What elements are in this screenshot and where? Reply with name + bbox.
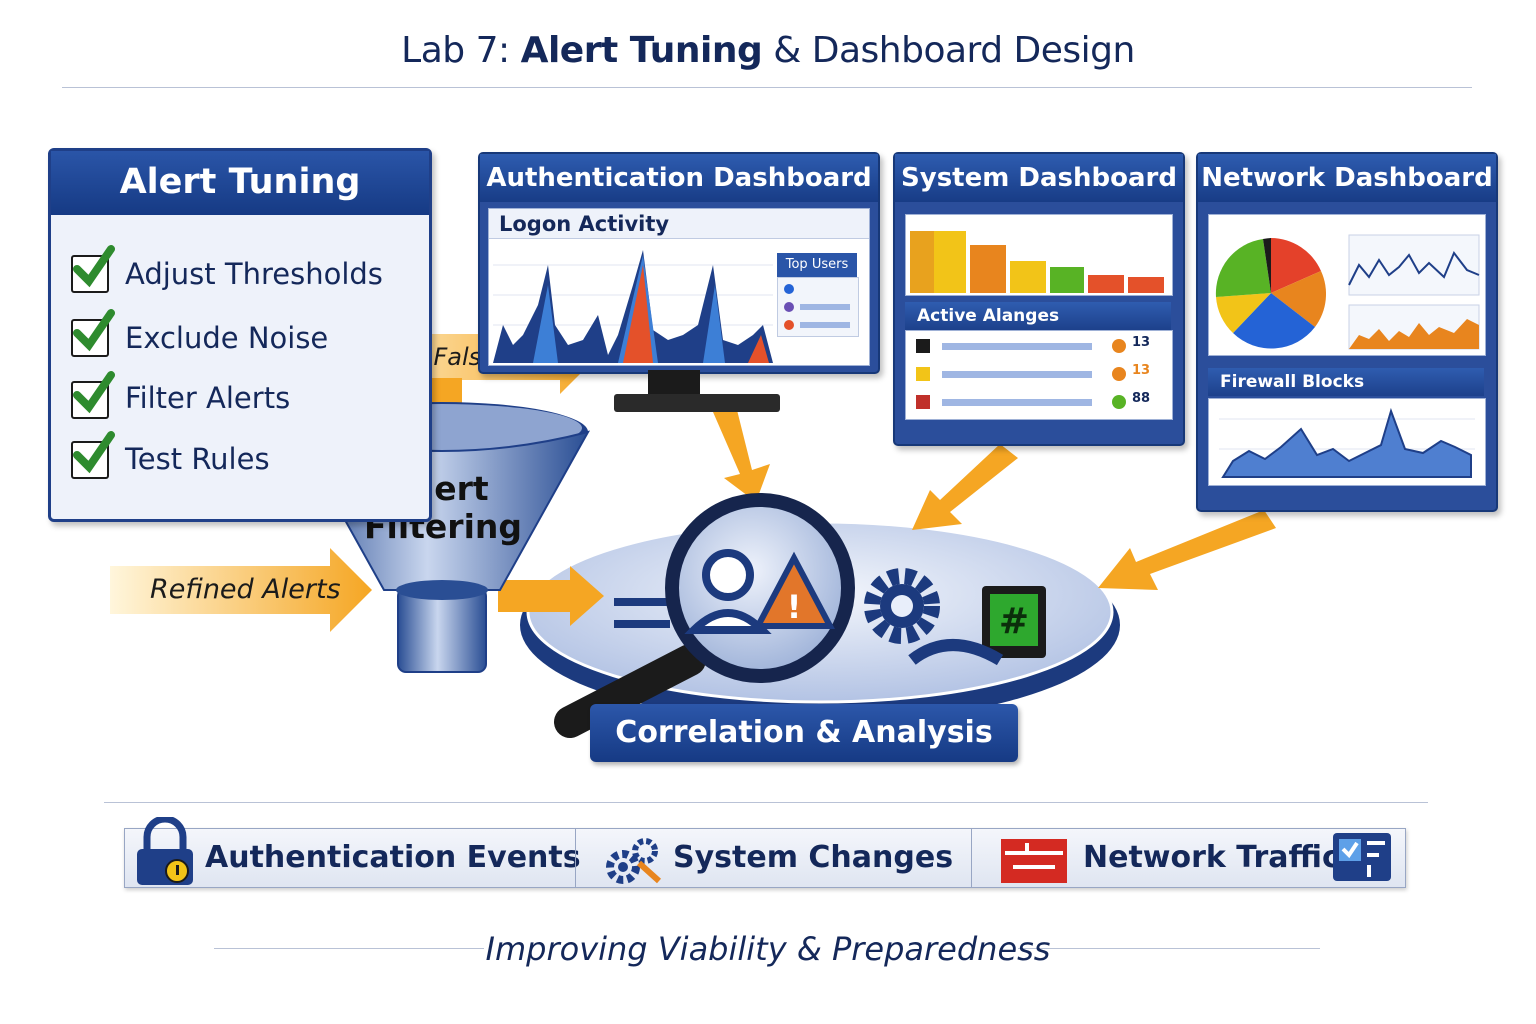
top-users-legend-title: Top Users bbox=[777, 253, 857, 277]
user-icon bbox=[702, 549, 754, 601]
system-dashboard-title: System Dashboard bbox=[895, 154, 1183, 202]
network-pie-chart bbox=[1215, 238, 1327, 349]
tuning-item-test-rules: Test Rules bbox=[125, 442, 270, 476]
section-divider bbox=[104, 802, 1428, 803]
tuning-item-exclude-noise: Exclude Noise bbox=[125, 321, 329, 355]
active-alanges-list: 13 13 88 bbox=[905, 330, 1173, 420]
monitor-base bbox=[614, 394, 780, 412]
logon-activity-chart bbox=[493, 250, 773, 363]
gear-icon bbox=[864, 568, 940, 644]
magnifier-lens bbox=[665, 493, 855, 683]
svg-text:!: ! bbox=[787, 588, 802, 626]
firewall-icon bbox=[1001, 839, 1067, 883]
system-dashboard: System Dashboard Active Alanges 13 13 88 bbox=[893, 152, 1185, 446]
check-icon bbox=[71, 245, 115, 293]
title-bold: Alert Tuning bbox=[520, 30, 763, 71]
funnel-output-arrow bbox=[498, 566, 604, 626]
arrow-from-network bbox=[1098, 510, 1276, 590]
firewall-blocks-chart bbox=[1208, 398, 1486, 486]
logon-activity-panel: Logon Activity Top Users bbox=[488, 208, 870, 366]
arrow-from-auth bbox=[713, 406, 770, 502]
logon-activity-title: Logon Activity bbox=[489, 209, 869, 239]
correlation-analysis-label: Correlation & Analysis bbox=[590, 704, 1018, 762]
gears-icon bbox=[606, 838, 662, 884]
network-dashboard: Network Dashboard Firewall Blocks bbox=[1196, 152, 1498, 512]
arrow-from-system bbox=[912, 444, 1018, 530]
funnel-spout bbox=[397, 587, 487, 673]
category-system-changes: System Changes bbox=[673, 840, 954, 875]
alert-tuning-heading: Alert Tuning bbox=[51, 151, 429, 215]
data-sources-bar: Authentication Events System Changes Net… bbox=[124, 817, 1406, 888]
page-title: Lab 7: Alert Tuning & Dashboard Design bbox=[0, 30, 1536, 71]
top-users-legend bbox=[777, 277, 859, 337]
system-bar-chart bbox=[905, 214, 1173, 296]
monitor-stand bbox=[648, 370, 700, 394]
system-bars bbox=[910, 231, 1164, 293]
category-separator bbox=[971, 829, 972, 887]
network-switch-icon bbox=[1333, 833, 1391, 881]
alert-tuning-panel: Alert Tuning Adjust Thresholds Exclude N… bbox=[48, 148, 432, 522]
network-charts bbox=[1215, 234, 1480, 350]
system-value-1: 13 bbox=[1132, 335, 1151, 350]
tagline: Improving Viability & Preparedness bbox=[485, 930, 1051, 968]
refined-alerts-arrow bbox=[110, 548, 372, 632]
title-divider bbox=[62, 87, 1472, 88]
firewall-blocks-title: Firewall Blocks bbox=[1208, 368, 1484, 396]
check-icon bbox=[71, 371, 115, 419]
refined-alerts-label: Refined Alerts bbox=[150, 574, 341, 605]
category-authentication-events: Authentication Events bbox=[205, 840, 581, 875]
system-value-2: 13 bbox=[1132, 363, 1151, 378]
network-dashboard-title: Network Dashboard bbox=[1198, 154, 1496, 202]
system-value-3: 88 bbox=[1132, 391, 1151, 406]
svg-text:#: # bbox=[999, 601, 1029, 642]
tagline-rule-left bbox=[214, 948, 484, 949]
tagline-rule-right bbox=[1018, 948, 1320, 949]
category-network-traffic: Network Traffic bbox=[1083, 840, 1340, 875]
title-rest: & Dashboard Design bbox=[773, 30, 1135, 71]
active-alanges-title: Active Alanges bbox=[905, 302, 1171, 330]
authentication-dashboard: Authentication Dashboard Logon Activity … bbox=[478, 152, 880, 374]
tuning-item-adjust-thresholds: Adjust Thresholds bbox=[125, 257, 383, 291]
lock-icon bbox=[137, 817, 193, 885]
authentication-dashboard-title: Authentication Dashboard bbox=[480, 154, 878, 202]
network-overview-panel bbox=[1208, 214, 1486, 356]
check-icon bbox=[71, 309, 115, 357]
category-separator bbox=[575, 829, 576, 887]
title-lab: Lab 7: bbox=[401, 30, 510, 71]
check-icon bbox=[71, 431, 115, 479]
firewall-blocks-area bbox=[1219, 407, 1475, 478]
warning-icon bbox=[753, 551, 835, 629]
tuning-item-filter-alerts: Filter Alerts bbox=[125, 381, 291, 415]
